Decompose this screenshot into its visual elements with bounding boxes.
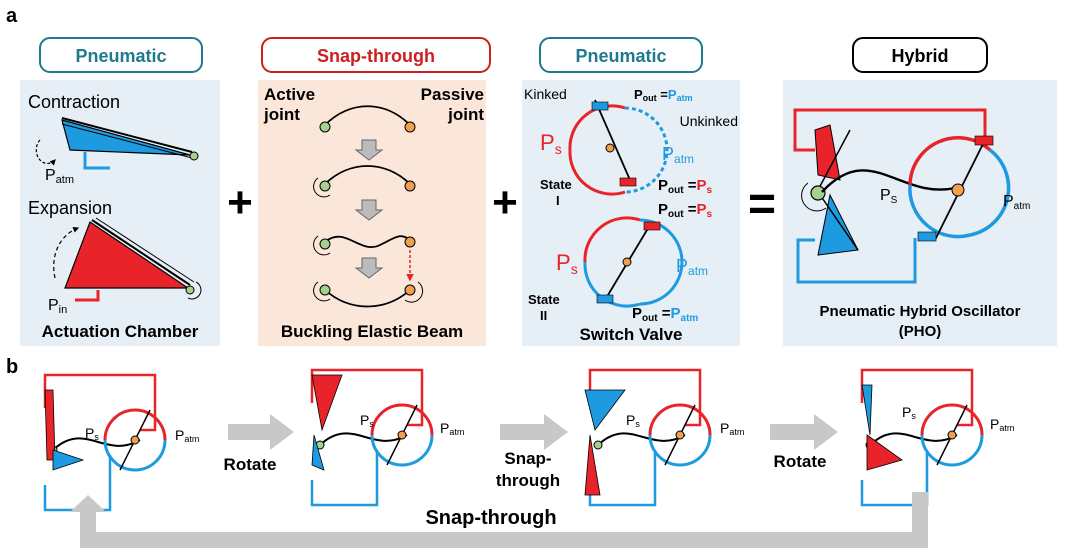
pho-state-3: Ps Patm [584, 368, 744, 507]
pout-patm-bottom: Pout =Patm [632, 305, 698, 324]
patm-label: Patm [990, 416, 1014, 433]
patm-label: Patm [440, 420, 464, 437]
state-label-1: State [540, 177, 572, 192]
ps-state2: Ps [556, 250, 578, 277]
step-label-snap-2: through [496, 471, 560, 490]
pho-patm-label: Patm [1003, 193, 1030, 212]
expansion-label: Expansion [28, 198, 112, 218]
pho-caption-2: (PHO) [899, 323, 942, 340]
step-label-rotate-1: Rotate [224, 455, 277, 474]
panel-b-letter: b [6, 356, 18, 378]
ps-label: Ps [902, 404, 916, 421]
state-label-2: State [528, 292, 560, 307]
step-arrow-2: Snap- through [496, 414, 568, 490]
patm-label: Patm [175, 427, 199, 444]
pout-atm-top: Pout =Patm [634, 87, 693, 103]
pho-caption-1: Pneumatic Hybrid Oscillator [820, 303, 1021, 320]
header-label: Pneumatic [75, 46, 166, 66]
ps-label: Ps [626, 412, 640, 429]
panel-a-letter: a [6, 5, 18, 27]
unkinked-label: Unkinked [680, 113, 738, 129]
header-pneumatic-1: Pneumatic [39, 37, 203, 73]
pho-panel: PS Patm Pneumatic Hybrid Oscillator (PHO… [783, 80, 1057, 346]
plus-operator-2: + [492, 178, 518, 227]
actuation-chamber-panel: Contraction Patm Expansion Pin Actuation… [20, 80, 220, 346]
patm-state1: Patm [662, 144, 694, 166]
equals-operator: = [748, 178, 776, 231]
header-label: Hybrid [891, 46, 948, 66]
p-in-label: Pin [48, 297, 67, 316]
header-snap-through: Snap-through [261, 37, 491, 73]
buckling-beam-panel: Active joint Passive joint Buckling Elas… [258, 80, 486, 346]
switch-valve-caption: Switch Valve [580, 325, 683, 344]
step-label-rotate-2: Rotate [774, 452, 827, 471]
buckling-beam-caption: Buckling Elastic Beam [281, 322, 463, 341]
ps-label: Ps [85, 425, 99, 442]
patm-label: Patm [720, 420, 744, 437]
pho-ps-label: PS [880, 187, 898, 206]
switch-valve-panel: Kinked Unkinked Pout =Patm Ps Patm State… [522, 80, 740, 346]
step-arrow-3: Rotate [770, 414, 838, 471]
plus-operator-1: + [227, 178, 253, 227]
pho-state-2: Ps Patm [310, 368, 464, 507]
active-joint-label-1: Active [264, 85, 315, 104]
state-number-1: I [556, 193, 560, 208]
p-atm-label: Patm [45, 167, 74, 186]
contraction-label: Contraction [28, 92, 120, 112]
pho-state-4: Ps Patm [860, 368, 1014, 507]
return-arrow: Snap-through [70, 492, 928, 548]
pout-ps-2: Pout =Ps [658, 201, 713, 220]
state-number-2: II [540, 308, 547, 323]
return-snap-through-label: Snap-through [425, 507, 556, 529]
step-arrow-1: Rotate [224, 414, 294, 474]
passive-joint-label-1: Passive [421, 85, 484, 104]
header-pneumatic-2: Pneumatic [539, 37, 703, 73]
header-label: Pneumatic [575, 46, 666, 66]
header-label: Snap-through [317, 46, 435, 66]
active-joint-label-2: joint [263, 105, 300, 124]
pho-state-1: Ps Patm [43, 373, 199, 512]
header-hybrid: Hybrid [852, 37, 988, 73]
patm-state2: Patm [676, 256, 708, 278]
kinked-label: Kinked [524, 86, 567, 102]
step-label-snap-1: Snap- [504, 449, 551, 468]
actuation-chamber-caption: Actuation Chamber [42, 322, 199, 341]
ps-label: Ps [360, 412, 374, 429]
pout-ps-1: Pout =Ps [658, 177, 713, 196]
ps-state1: Ps [540, 130, 562, 157]
passive-joint-label-2: joint [447, 105, 484, 124]
